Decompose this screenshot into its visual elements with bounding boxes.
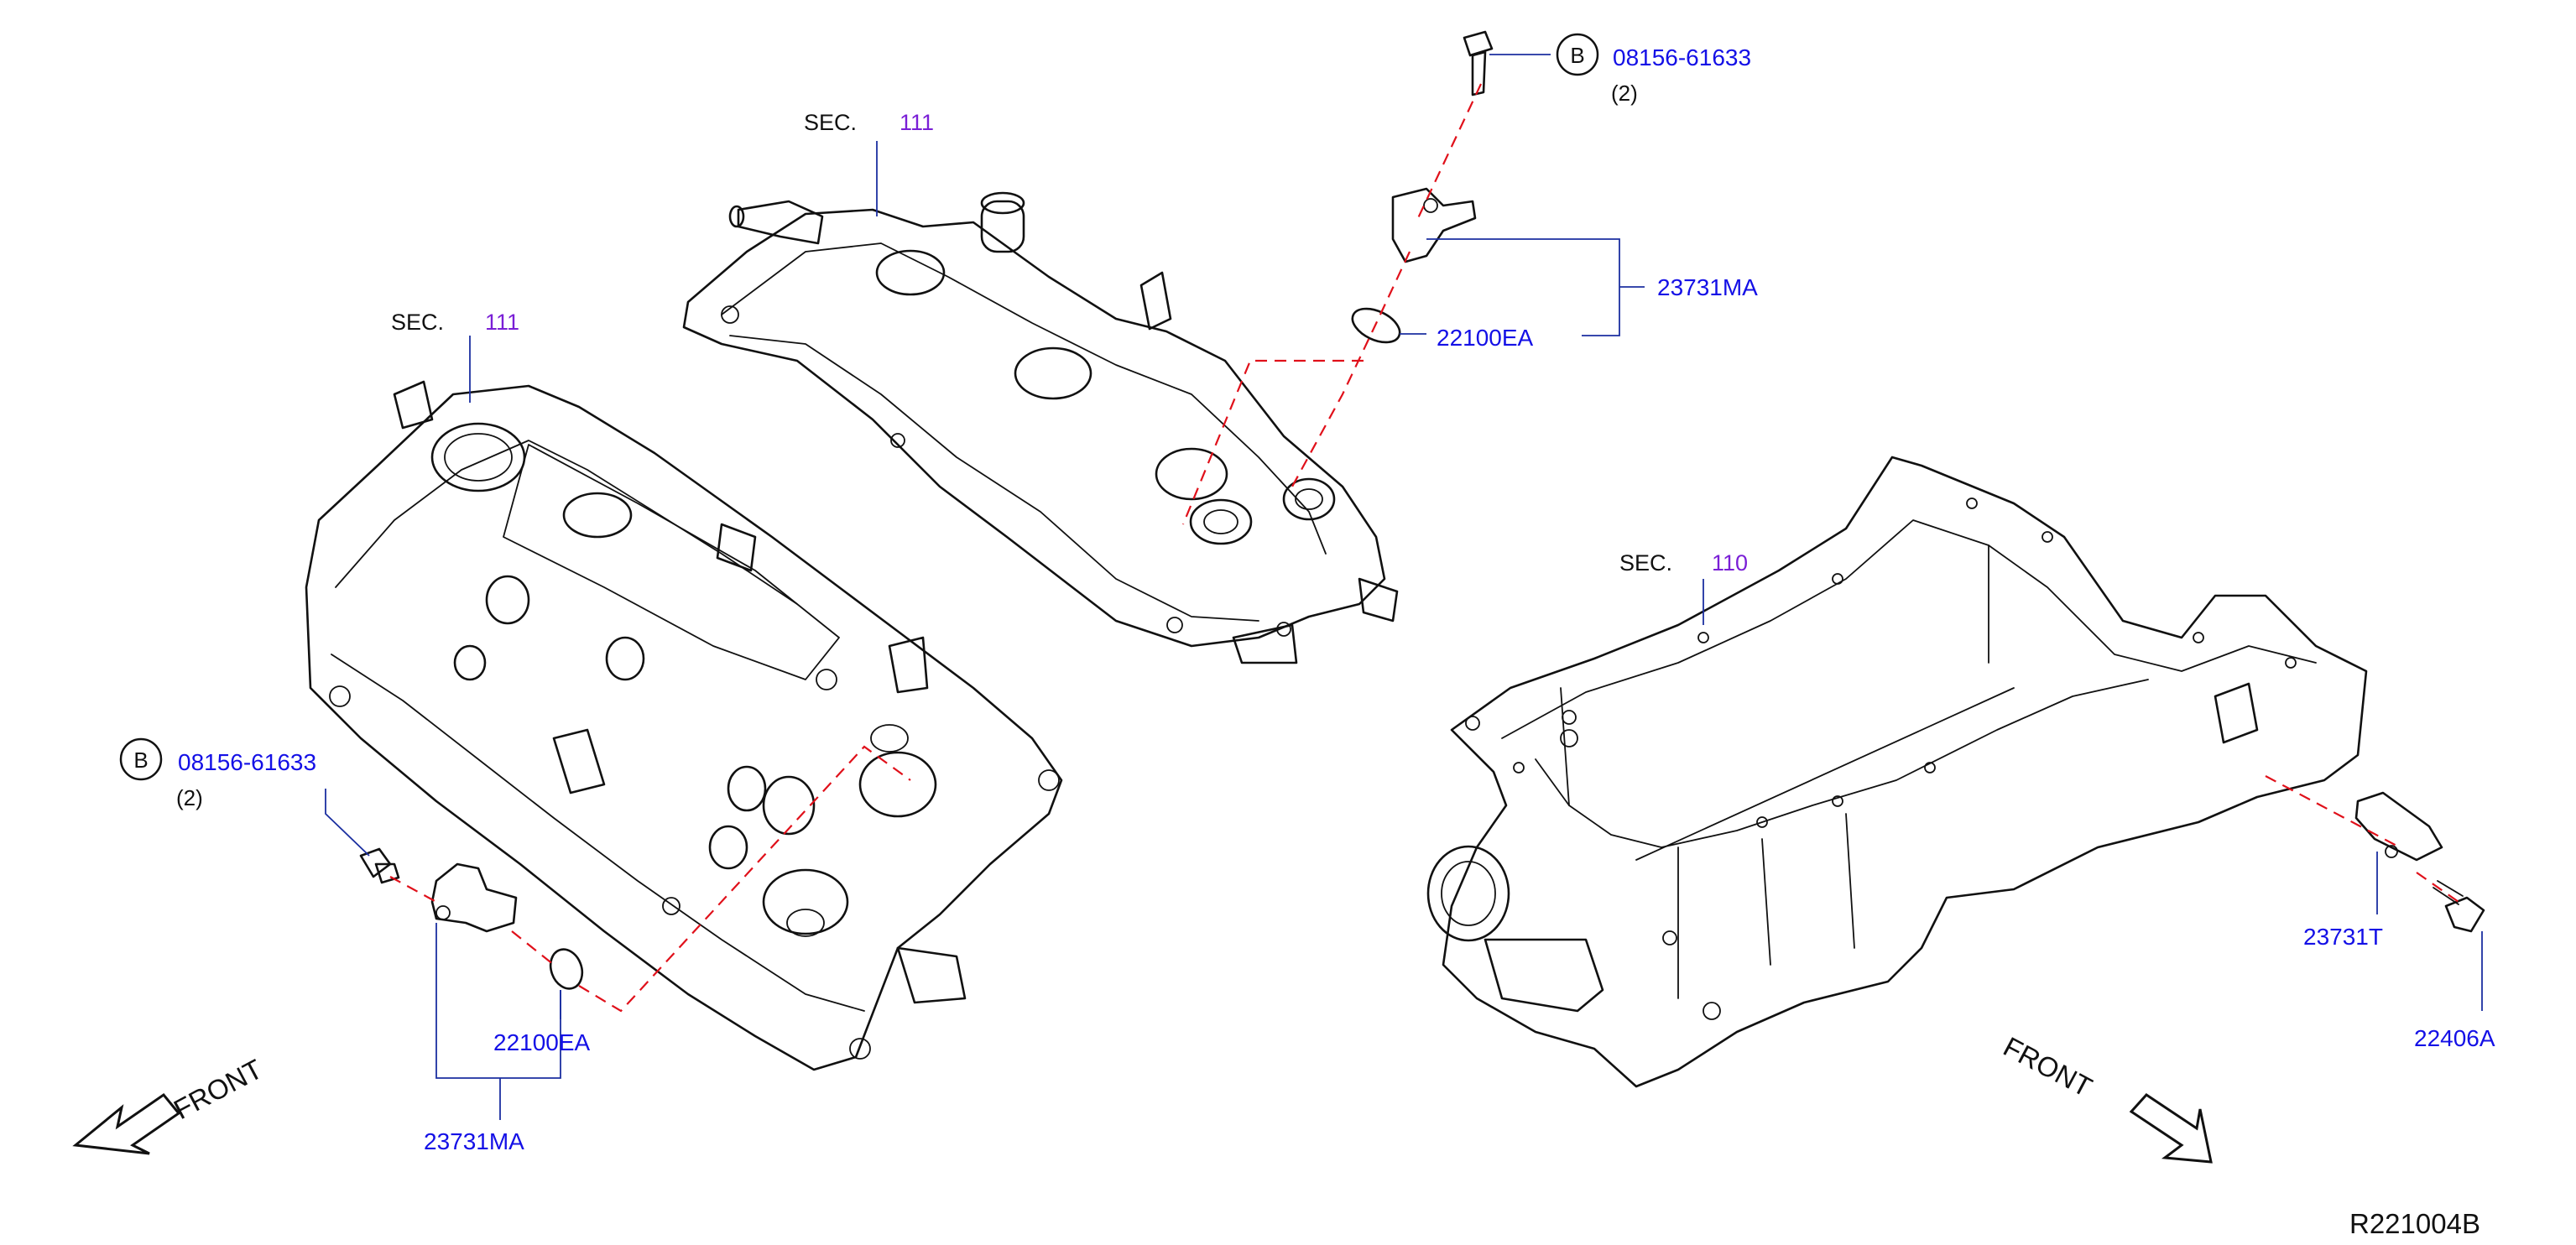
engine-block xyxy=(1426,456,2368,1088)
sec-number-left[interactable]: 111 xyxy=(485,310,519,335)
crank-bolt xyxy=(2433,880,2485,933)
front-arrow-left xyxy=(72,1092,181,1155)
part-left-sensor[interactable]: 23731MA xyxy=(424,1128,524,1154)
part-right-sensor[interactable]: 23731MA xyxy=(1657,274,1758,300)
sec-label-left: SEC. xyxy=(391,310,444,335)
diagram-code: R221004B xyxy=(2349,1208,2480,1239)
front-label-left: FRONT xyxy=(169,1053,268,1125)
upper-bolt xyxy=(1463,30,1494,96)
upper-cam-sensor xyxy=(1391,187,1477,263)
callout-qty-lower: (2) xyxy=(176,785,203,810)
badge-b-upper-text: B xyxy=(1570,43,1584,68)
sec-label-upper: SEC. xyxy=(804,110,857,135)
part-left-oring[interactable]: 22100EA xyxy=(493,1029,591,1055)
sec-number-upper[interactable]: 111 xyxy=(900,110,934,135)
callout-part-lower[interactable]: 08156-61633 xyxy=(178,749,316,775)
lower-o-ring xyxy=(549,948,584,990)
lower-bolt xyxy=(359,847,400,884)
front-arrow-right xyxy=(2129,1093,2213,1164)
crank-sensor xyxy=(2354,791,2443,862)
sec-label-block: SEC. xyxy=(1619,550,1672,576)
leader-lines xyxy=(325,54,2483,1120)
front-label-right: FRONT xyxy=(1999,1031,2098,1103)
badge-b-lower-text: B xyxy=(133,748,148,773)
callout-qty-upper: (2) xyxy=(1611,81,1638,106)
upper-rocker-cover xyxy=(682,191,1399,664)
part-right-oring[interactable]: 22100EA xyxy=(1437,325,1534,351)
lower-rocker-cover xyxy=(305,380,1063,1071)
callout-part-upper[interactable]: 08156-61633 xyxy=(1613,44,1751,70)
lower-cam-sensor xyxy=(430,862,518,933)
part-crank-bolt[interactable]: 22406A xyxy=(2414,1025,2495,1051)
badge-b-lower xyxy=(119,737,163,781)
sec-number-block[interactable]: 110 xyxy=(1712,550,1748,576)
badge-b-upper xyxy=(1556,33,1599,76)
part-crank-sensor[interactable]: 23731T xyxy=(2303,924,2383,950)
assembly-lines xyxy=(389,83,2459,1013)
